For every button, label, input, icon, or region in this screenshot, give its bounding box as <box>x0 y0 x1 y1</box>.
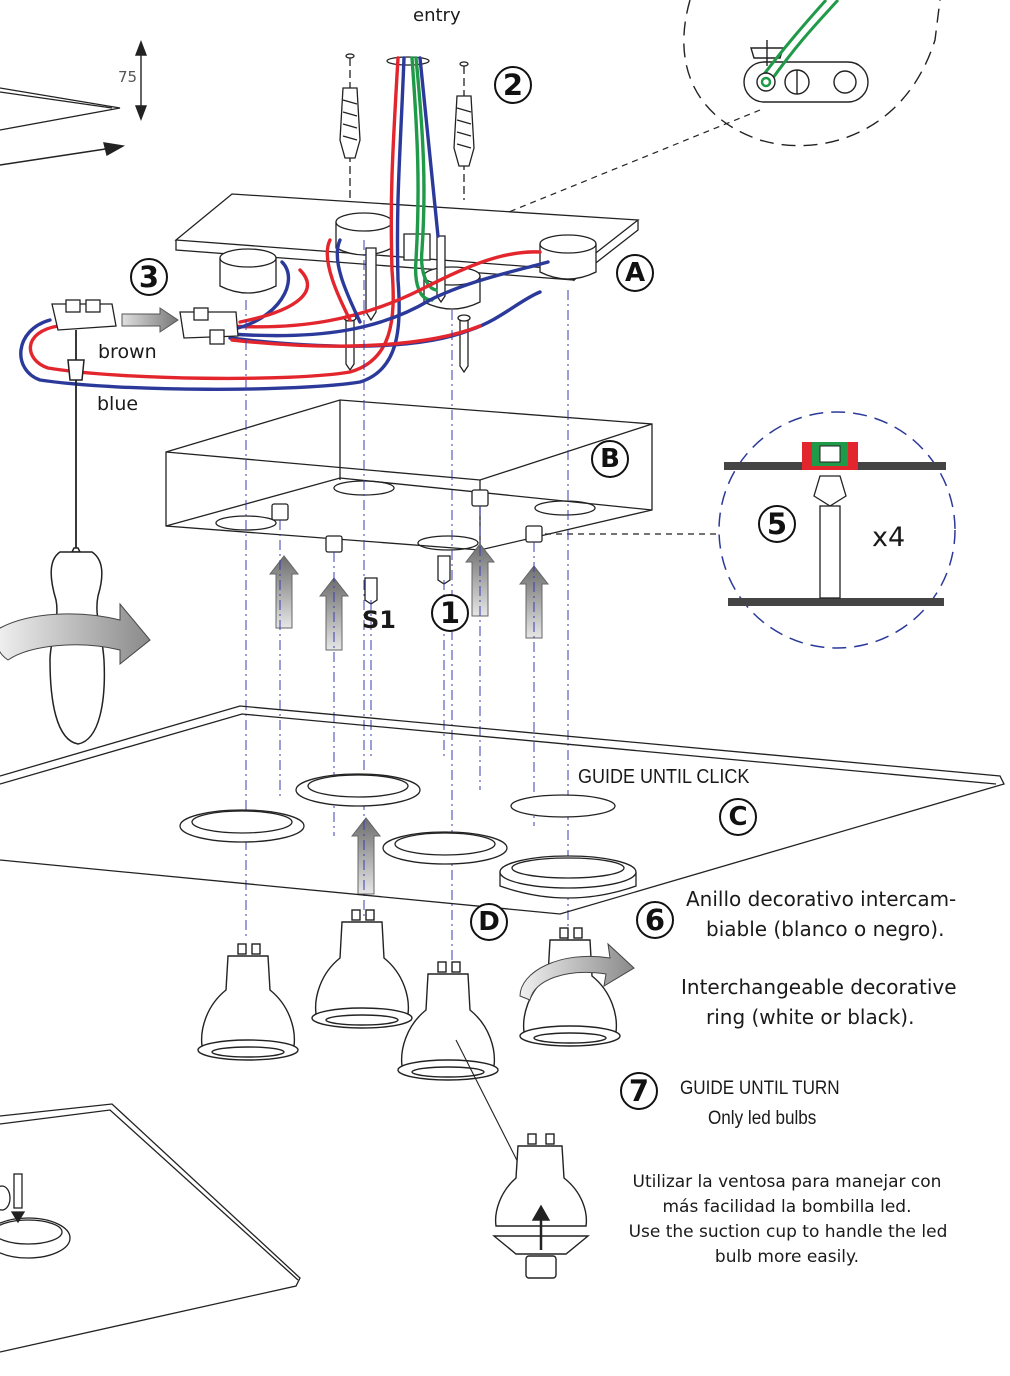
rotate-arrow-bulb <box>519 942 635 1001</box>
suction-line2: más facilidad la bombilla led. <box>662 1197 912 1217</box>
ground-detail-circle <box>683 0 941 147</box>
suction-bulb <box>455 1039 590 1279</box>
bottom-screw <box>10 1173 26 1224</box>
dimension-arrow <box>134 40 148 121</box>
rotate-arrow-left <box>0 602 151 666</box>
screwdriver <box>49 330 106 745</box>
guide-until-turn-label: GUIDE UNTIL TURN <box>680 1078 840 1099</box>
bulb-3 <box>397 961 499 1081</box>
part-b-badge: B <box>591 440 629 478</box>
housing-box-b <box>165 399 653 551</box>
ring-es-line1: Anillo decorativo intercam- <box>686 887 957 911</box>
s1-label: S1 <box>362 606 396 634</box>
ground-wire-detail <box>756 0 840 92</box>
ring-en-line2: ring (white or black). <box>706 1005 915 1029</box>
step-5-badge: 5 <box>758 505 796 543</box>
cable-entry-hole <box>386 56 430 66</box>
dimension-label: 75 <box>118 68 138 86</box>
bottom-plate <box>0 1103 301 1353</box>
brown-wire-label: brown <box>98 341 157 363</box>
part-c-badge: C <box>719 798 757 836</box>
suction-line1: Utilizar la ventosa para manejar con <box>632 1172 942 1192</box>
only-led-label: Only led bulbs <box>708 1108 817 1129</box>
pointer-arrow <box>0 142 126 166</box>
step-1-badge: 1 <box>431 594 469 632</box>
step-6-badge: 6 <box>636 901 674 939</box>
socket-holders <box>219 212 597 310</box>
part-a-badge: A <box>616 254 654 292</box>
cover-plate-c <box>0 705 1005 915</box>
led-bulbs <box>197 909 621 1081</box>
bulb-1 <box>197 943 299 1061</box>
entry-label: entry <box>413 5 461 26</box>
terminal-connectors <box>51 299 239 345</box>
bulb-2 <box>311 909 413 1029</box>
wall-anchor-right <box>453 61 475 200</box>
blue-wire-label: blue <box>97 393 139 415</box>
bulb-4 <box>519 927 621 1047</box>
suction-line3: Use the suction cup to handle the led <box>628 1222 948 1242</box>
decorative-rings <box>179 773 637 899</box>
x4-label: x4 <box>872 522 906 553</box>
step-3-badge: 3 <box>130 258 168 296</box>
part-d-badge: D <box>470 903 508 941</box>
ring-en-line1: Interchangeable decorative <box>681 975 957 999</box>
ring-es-line2: biable (blanco o negro). <box>706 917 945 941</box>
wiring <box>19 56 550 391</box>
step-7-badge: 7 <box>620 1072 658 1110</box>
connect-arrow <box>121 307 179 333</box>
suction-line4: bulb more easily. <box>714 1247 860 1267</box>
box-nuts <box>271 489 543 605</box>
wall-anchor-left <box>339 53 361 200</box>
guide-until-click-label: GUIDE UNTIL CLICK <box>578 766 750 788</box>
step-2-badge: 2 <box>494 66 532 104</box>
ceiling-plate-fragment <box>0 87 121 131</box>
detail-circle-5 <box>718 411 956 649</box>
